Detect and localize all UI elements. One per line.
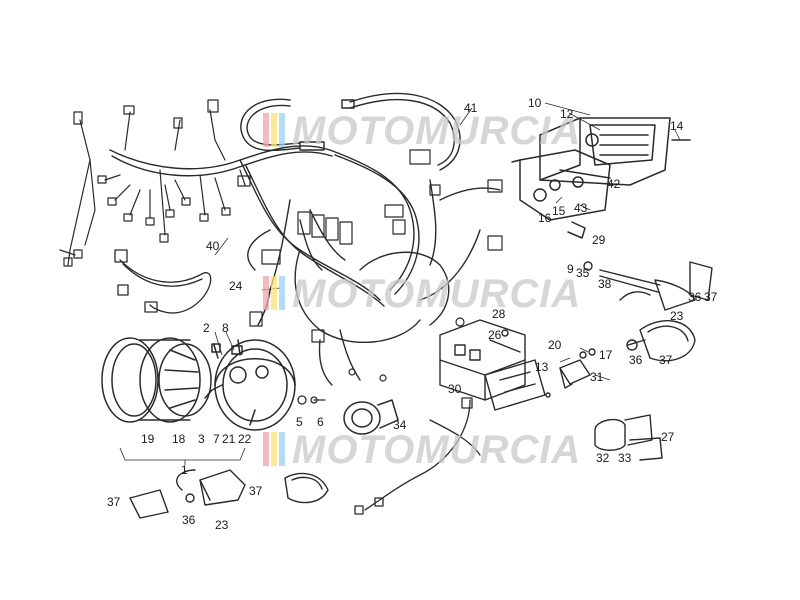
- label-10: 10: [528, 96, 542, 110]
- label-17: 17: [599, 348, 613, 362]
- lens-37-bottom: [284, 472, 329, 504]
- label-35: 35: [576, 266, 590, 280]
- flasher-units: [594, 414, 663, 461]
- label-7: 7: [213, 432, 220, 446]
- watermark-3: MOTOMURCIA: [263, 428, 581, 472]
- label-31: 31: [590, 370, 604, 384]
- label-13: 13: [535, 360, 549, 374]
- bottom-wiring: [354, 397, 481, 515]
- label-3: 3: [198, 432, 205, 446]
- label-26: 26: [488, 328, 502, 342]
- part-labels: 10 12 14 42 43 15 16 29 41 40 24 9 35 38…: [107, 96, 718, 532]
- label-36-right: 36: [688, 290, 702, 304]
- turn-signal-right: [583, 261, 713, 311]
- watermark-text: MOTOMURCIA: [292, 109, 581, 153]
- label-5: 5: [296, 415, 303, 429]
- label-36-bottom: 36: [182, 513, 196, 527]
- horn-34: [343, 399, 399, 435]
- label-16: 16: [538, 211, 552, 225]
- label-12: 12: [560, 107, 574, 121]
- label-37-bottom-mid: 37: [249, 484, 263, 498]
- stripe-red: [263, 276, 269, 310]
- label-23-bottom: 23: [215, 518, 229, 532]
- turn-signal-lower-left: [129, 469, 246, 519]
- stripe-red: [263, 113, 269, 147]
- label-15: 15: [552, 204, 566, 218]
- label-42: 42: [607, 177, 621, 191]
- label-23-right: 23: [670, 309, 684, 323]
- regulator-box: [439, 319, 546, 411]
- label-14: 14: [670, 119, 684, 133]
- label-6: 6: [317, 415, 324, 429]
- label-8: 8: [222, 321, 229, 335]
- main-wiring-harness: [109, 145, 501, 386]
- stripe-yellow: [271, 432, 277, 466]
- label-27: 27: [661, 430, 675, 444]
- stripe-yellow: [271, 276, 277, 310]
- connector-cluster: [249, 149, 503, 382]
- label-40: 40: [206, 239, 220, 253]
- harness-connectors-left: [59, 99, 251, 267]
- harness-40: [114, 249, 212, 314]
- label-1: 1: [181, 463, 188, 477]
- label-32: 32: [596, 451, 610, 465]
- label-30: 30: [448, 382, 462, 396]
- label-37-right: 37: [704, 290, 718, 304]
- stripe-blue: [279, 432, 285, 466]
- turn-signal-lens: [626, 320, 696, 362]
- label-28: 28: [492, 307, 506, 321]
- watermark-1: MOTOMURCIA: [263, 109, 581, 153]
- label-37-bottom-left: 37: [107, 495, 121, 509]
- label-22: 22: [238, 432, 252, 446]
- watermark-text: MOTOMURCIA: [292, 272, 581, 316]
- label-34: 34: [393, 418, 407, 432]
- rear-light-assembly: [511, 117, 691, 239]
- stripe-yellow: [271, 113, 277, 147]
- label-41: 41: [464, 101, 478, 115]
- bolt-5-6: [297, 395, 326, 405]
- label-9: 9: [567, 262, 574, 276]
- stripe-blue: [279, 113, 285, 147]
- label-37-lens: 37: [659, 353, 673, 367]
- label-2: 2: [203, 321, 210, 335]
- headlight-assembly: [101, 337, 296, 431]
- label-29: 29: [592, 233, 606, 247]
- label-21: 21: [222, 432, 236, 446]
- label-36-lens: 36: [629, 353, 643, 367]
- watermark-text: MOTOMURCIA: [292, 428, 581, 472]
- label-33: 33: [618, 451, 632, 465]
- label-24: 24: [229, 279, 243, 293]
- label-18: 18: [172, 432, 186, 446]
- relay-31: [545, 348, 596, 398]
- label-38: 38: [598, 277, 612, 291]
- stripe-red: [263, 432, 269, 466]
- label-19: 19: [141, 432, 155, 446]
- label-20: 20: [548, 338, 562, 352]
- label-43: 43: [574, 201, 588, 215]
- watermark-2: MOTOMURCIA: [263, 272, 581, 316]
- stripe-blue: [279, 276, 285, 310]
